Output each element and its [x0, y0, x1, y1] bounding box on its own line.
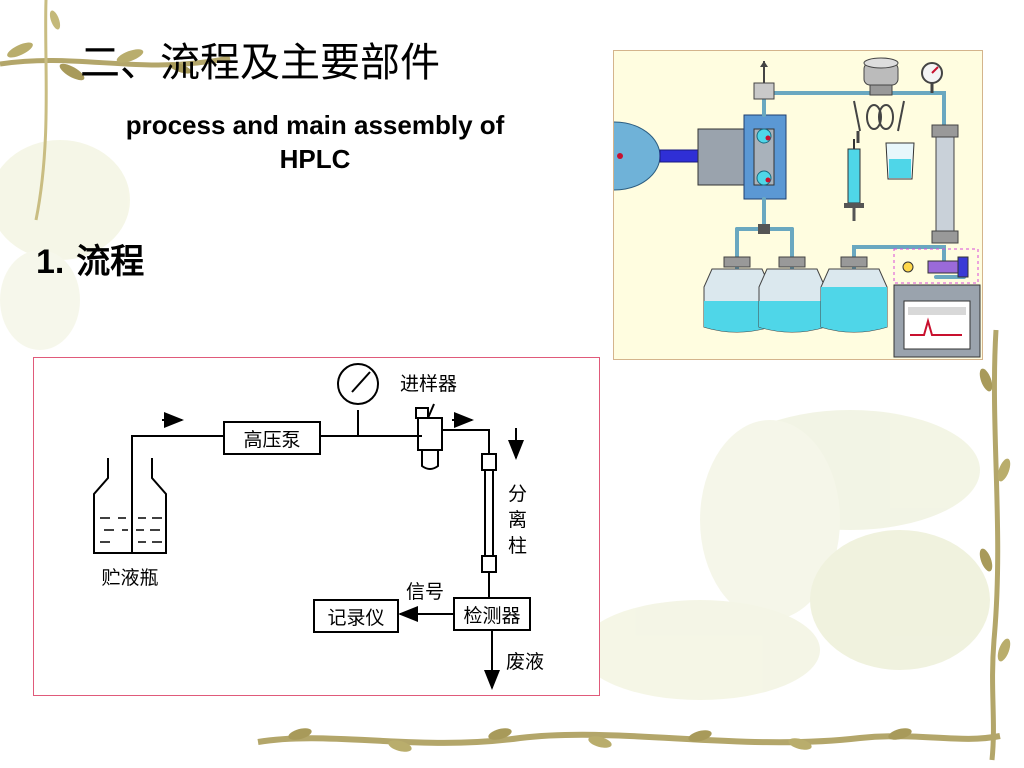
injector-icon: [415, 403, 443, 470]
section-heading-text: 流程: [76, 242, 145, 282]
section-heading: 1. 流程: [36, 234, 144, 283]
reservoir-bottle-outline: [93, 458, 167, 554]
signal-label: 信号: [406, 581, 444, 603]
waste-label: 废液: [506, 651, 544, 673]
section-number: 1.: [36, 243, 65, 281]
syringe: [844, 139, 864, 221]
beaker: [885, 142, 915, 180]
hplc-flow-schematic: 高压泵 进样器 贮液瓶 分 离 柱 检测器 记录仪 信号 废液: [33, 357, 600, 696]
recorder-label: 记录仪: [327, 607, 384, 629]
injector-outlet-line: [442, 429, 490, 454]
top-left-vine: [0, 0, 231, 221]
tee-connector: [758, 224, 770, 234]
injection-valve: [753, 61, 775, 100]
chart-recorder: [893, 284, 981, 358]
pump-label: 高压泵: [243, 429, 300, 451]
pressure-gauge-icon: [337, 363, 379, 405]
mixer-unit: [853, 57, 905, 143]
injector-label: 进样器: [400, 373, 457, 395]
hplc-illustration-drawing: [567, 57, 981, 358]
blurred-flower-decoration: [0, 140, 990, 700]
pump-motor-disc: [567, 121, 661, 191]
gauge-needle: [351, 371, 371, 393]
reservoir-liquid: [100, 517, 162, 543]
reservoir-label: 贮液瓶: [101, 567, 158, 589]
waste-bottle: [820, 256, 888, 333]
column-label-char-3: 柱: [508, 535, 527, 557]
slide-title: 二、流程及主要部件: [80, 40, 440, 86]
solvent-bottle-2: [758, 256, 826, 333]
column-label-char-1: 分: [508, 483, 527, 505]
right-vine: [979, 329, 1011, 761]
separation-column: [931, 124, 959, 244]
bottom-vine: [257, 728, 1001, 752]
hplc-instrument-illustration: [567, 50, 983, 360]
detector-cell: [893, 248, 979, 284]
column-icon: [481, 453, 497, 598]
recorder-box: [313, 599, 399, 633]
subtitle-line-1: process and main assembly of: [125, 110, 505, 140]
pressure-gauge: [921, 62, 943, 93]
subtitle-line-2: HPLC: [279, 144, 351, 174]
pump-box: [223, 421, 321, 455]
pump-head: [697, 114, 787, 200]
slide-subtitle-english: process and main assembly of HPLC: [40, 108, 590, 176]
column-label-char-2: 离: [508, 509, 527, 531]
flow-schematic-drawing: 高压泵 进样器 贮液瓶 分 离 柱 检测器 记录仪 信号 废液: [93, 363, 544, 690]
detector-label: 检测器: [463, 605, 520, 627]
reservoir-inlet-tube: [131, 435, 224, 553]
